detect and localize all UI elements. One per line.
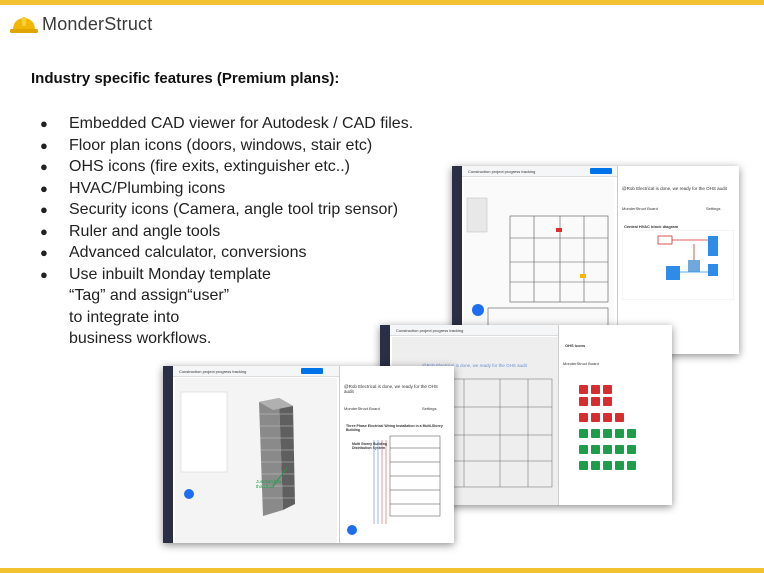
fire-ladder-icon	[579, 397, 588, 406]
page-heading: Industry specific features (Premium plan…	[31, 70, 340, 87]
fire-hose-icon	[591, 385, 600, 394]
board-name: MonderStruct Board	[344, 406, 380, 411]
app-toolbar: Construction project progress tracking	[390, 325, 672, 336]
item-panel: @Rob Electrical is done, we ready for th…	[339, 366, 454, 543]
hard-hat-icon	[10, 16, 38, 33]
share-button	[301, 368, 323, 374]
feature-list: Embedded CAD viewer for Autodesk / CAD f…	[40, 113, 413, 350]
defibrillator-icon	[591, 461, 600, 470]
exit-run-icon	[603, 461, 612, 470]
stretcher-icon	[627, 445, 636, 454]
exit-arrow-icon	[627, 429, 636, 438]
doc-title: Three Phase Electrical Wiring Installati…	[346, 424, 443, 432]
fire-extinguisher-icon	[579, 385, 588, 394]
svg-text:@Rob Electrical is done, we re: @Rob Electrical is done, we ready for th…	[422, 363, 528, 368]
project-title: Construction project progress tracking	[396, 328, 464, 333]
screenshot-building: Construction project progress tracking J…	[163, 366, 454, 543]
feature-continuation: “Tag” and assign“user”	[69, 287, 230, 304]
app-toolbar: Construction project progress tracking	[462, 166, 739, 177]
eye-wash-icon	[591, 445, 600, 454]
screenshot-hvac: Construction project progress tracking @…	[452, 166, 739, 354]
feature-item: Security icons (Camera, angle tool trip …	[40, 199, 413, 221]
feature-continuation: business workflows.	[69, 330, 212, 347]
item-panel: OHS icons MonderStruct Board	[558, 325, 672, 505]
top-accent-bar	[0, 0, 764, 5]
fire-phone-icon	[591, 397, 600, 406]
brand-logo: MonderStruct	[10, 14, 152, 35]
feature-item: Ruler and angle tools	[40, 221, 413, 243]
panel-title: OHS icons	[565, 343, 586, 348]
feature-item: HVAC/Plumbing icons	[40, 178, 413, 200]
exit-right-icon	[591, 429, 600, 438]
app-sidebar	[163, 366, 173, 543]
settings-link: Settings	[422, 406, 437, 411]
exit-arrow-down-icon	[615, 461, 624, 470]
board-name: MonderStruct Board	[563, 361, 599, 366]
fire-blanket-icon	[579, 413, 588, 422]
panel-title: Central HVAC block diagram	[624, 224, 679, 229]
feature-item: Use inbuilt Monday template	[40, 264, 413, 286]
safety-shower-icon	[603, 445, 612, 454]
brand-name: MonderStruct	[42, 14, 153, 34]
settings-link: Settings	[706, 206, 721, 211]
first-aid-icon	[579, 445, 588, 454]
exit-stairs-icon	[603, 429, 612, 438]
cad-floor-plan	[464, 178, 614, 352]
fire-alarm-icon	[603, 385, 612, 394]
app-toolbar: Construction project progress tracking	[173, 366, 454, 377]
cad-3d-viewer	[175, 378, 337, 543]
feature-item: OHS icons (fire exits, extinguisher etc.…	[40, 156, 413, 178]
update-note: @Rob Electrical is done, we ready for th…	[622, 186, 727, 191]
feature-item: Floor plan icons (doors, windows, stair …	[40, 135, 413, 157]
exit-door-icon	[615, 429, 624, 438]
fire-hydrant-icon	[603, 413, 612, 422]
project-title: Construction project progress tracking	[179, 369, 247, 374]
fire-bucket-icon	[591, 413, 600, 422]
app-sidebar	[452, 166, 462, 354]
feature-continuation: to integrate into	[69, 308, 180, 326]
fire-point-icon	[603, 397, 612, 406]
doc-subtitle: Multi Storey Building Distribution Syste…	[352, 442, 387, 450]
update-note: @Rob Electrical is done, we ready for th…	[344, 384, 438, 394]
feature-item: Embedded CAD viewer for Autodesk / CAD f…	[40, 113, 413, 135]
wiring-diagram	[347, 435, 441, 535]
ohs-icon-grid	[579, 385, 645, 495]
bottom-accent-bar	[0, 568, 764, 573]
item-panel: @Rob Electrical is done, we ready for th…	[617, 166, 739, 354]
hvac-diagram	[622, 230, 734, 300]
exit-left-icon	[579, 429, 588, 438]
fire-valve-icon	[615, 413, 624, 422]
emergency-phone-icon	[579, 461, 588, 470]
exit-arrow-up-icon	[627, 461, 636, 470]
junction-annotation: Junction box third floor	[256, 479, 282, 489]
assembly-point-icon	[615, 445, 624, 454]
feature-item: Advanced calculator, conversions	[40, 242, 413, 264]
board-name: MonderStruct Board	[622, 206, 658, 211]
share-button	[590, 168, 612, 174]
project-title: Construction project progress tracking	[468, 169, 536, 174]
